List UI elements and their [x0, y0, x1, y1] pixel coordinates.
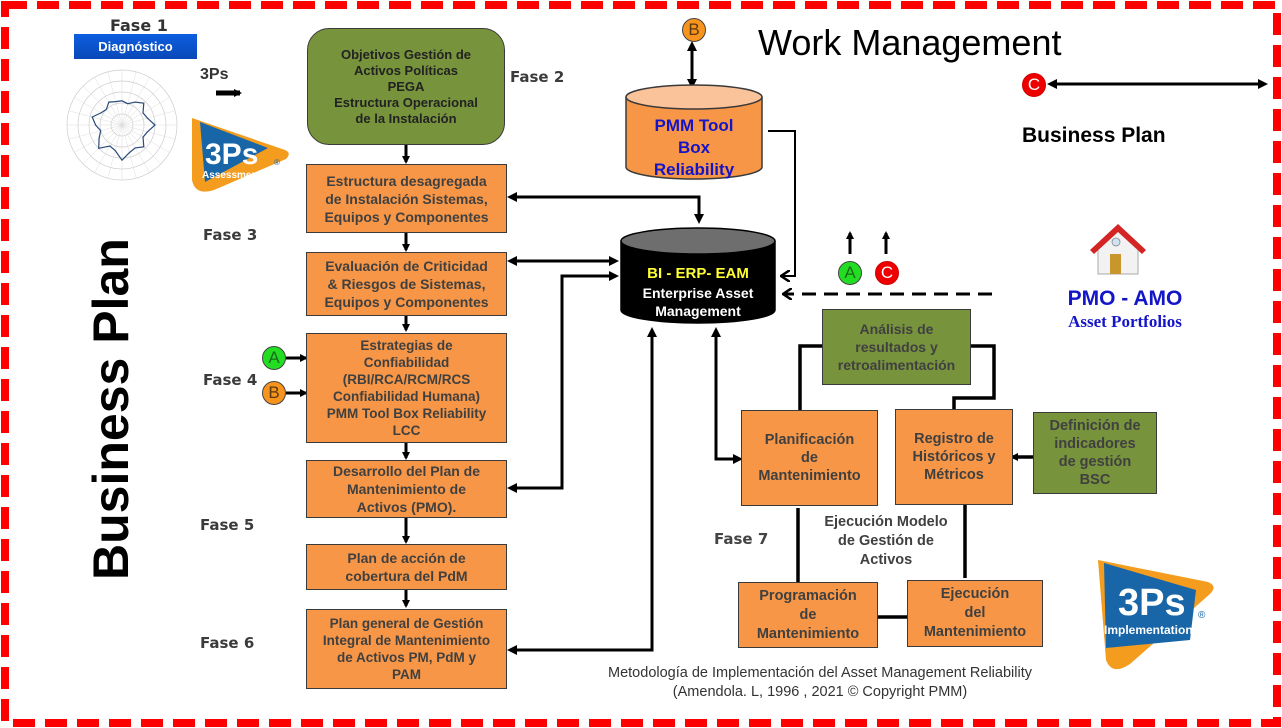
radar-spoke	[121, 124, 176, 140]
radar-spoke	[68, 124, 123, 140]
radar-spoke	[107, 71, 123, 126]
toolbox-database-label: PMM Tool Box Reliability	[653, 116, 735, 179]
fase5-label: Fase 5	[200, 516, 255, 534]
line-eam-breakdown	[507, 192, 704, 224]
radar-spoke	[74, 97, 123, 126]
radar-spoke	[82, 85, 123, 126]
results-analysis-box: Análisis de resultados y retroalimentaci…	[822, 309, 971, 385]
line-eam-planning	[711, 327, 743, 464]
maintenance-plan-box: Desarrollo del Plan de Mantenimiento de …	[306, 460, 507, 518]
radar-spoke	[121, 124, 137, 179]
radar-spoke	[121, 110, 176, 126]
radar-spoke	[121, 71, 137, 126]
pmo-amo-title: PMO - AMO	[1067, 287, 1183, 310]
diagnostic-badge: Diagnóstico	[74, 34, 197, 59]
logo-assessment-mark: 3Ps	[205, 138, 258, 171]
line-eam-general-plan	[507, 327, 657, 655]
connector-c-top: C	[1022, 73, 1046, 97]
fase2-label: Fase 2	[510, 68, 565, 86]
business-plan-vertical-label: Business Plan	[83, 238, 139, 580]
radar-spoke	[121, 85, 162, 126]
historical-records-box: Registro de Históricos y Métricos	[895, 409, 1013, 505]
radar-spoke	[74, 124, 123, 153]
diagnostic-radar-chart	[66, 69, 178, 181]
connector-a-left: A	[262, 346, 286, 370]
maintenance-planning-box: Planificación de Mantenimiento	[741, 410, 878, 506]
fase4-label: Fase 4	[203, 371, 258, 389]
radar-spoke	[121, 124, 162, 165]
radar-spoke	[121, 97, 170, 126]
line-toolbox-eam	[768, 130, 796, 276]
line-eam-pmo	[507, 271, 619, 493]
connector-b-left: B	[262, 381, 286, 405]
page-title: Work Management	[758, 22, 1062, 63]
house-icon	[1090, 224, 1146, 275]
fase7-label: Fase 7	[714, 530, 769, 548]
radar-spoke	[82, 124, 123, 165]
footer-line-2: (Amendola. L, 1996 , 2021 © Copyright PM…	[672, 684, 968, 700]
breakdown-structure-box: Estructura desagregada de Instalación Si…	[306, 164, 507, 233]
maintenance-scheduling-box: Programación de Mantenimiento	[738, 582, 878, 648]
svg-text:®: ®	[1198, 610, 1206, 621]
general-plan-box: Plan general de Gestión Integral de Mant…	[306, 609, 507, 689]
radar-spoke	[68, 110, 123, 126]
footer-line-1: Metodología de Implementación del Asset …	[608, 665, 1032, 681]
logo-implementation-caption: Implementation	[1104, 623, 1193, 637]
logo-assessment-caption: Assessment	[202, 170, 262, 181]
3ps-implementation-logo: 3Ps Implementation ®	[1098, 560, 1214, 670]
connector-a-right: A	[838, 261, 862, 285]
kpi-definition-box: Definición de indicadores de gestión BSC	[1033, 412, 1157, 494]
objectives-box: Objetivos Gestión de Activos Políticas P…	[307, 28, 505, 145]
eam-subtitle: Enterprise Asset Management	[642, 285, 754, 319]
connector-b-top: B	[682, 18, 706, 42]
fase3-label: Fase 3	[203, 226, 258, 244]
criticality-box: Evaluación de Criticidad & Riesgos de Si…	[306, 252, 507, 316]
cycle-connectors	[796, 344, 996, 619]
eam-title: BI - ERP- EAM	[647, 265, 749, 282]
radar-spoke	[94, 124, 123, 173]
3ps-assessment-logo: 3Ps Assessment ®	[192, 118, 289, 192]
reliability-strategies-box: Estrategias de Confiabilidad (RBI/RCA/RC…	[306, 333, 507, 443]
line-analysis-records	[952, 344, 996, 410]
radar-spoke	[94, 77, 123, 126]
fase1-label: Fase 1	[110, 16, 168, 35]
line-planning-analysis	[798, 344, 822, 410]
business-plan-label: Business Plan	[1022, 124, 1166, 147]
eam-database-cylinder	[620, 227, 776, 324]
pdm-action-plan-box: Plan de acción de cobertura del PdM	[306, 544, 507, 590]
radar-spoke	[121, 124, 150, 173]
logo-implementation-mark: 3Ps	[1118, 582, 1186, 624]
svg-text:®: ®	[274, 158, 280, 167]
footer-methodology: Metodología de Implementación del Asset …	[560, 664, 1080, 702]
radar-spoke	[121, 124, 170, 153]
fase6-label: Fase 6	[200, 634, 255, 652]
connector-c-right: C	[875, 261, 899, 285]
pmo-amo-subtitle: Asset Portfolios	[1068, 312, 1182, 331]
maintenance-execution-box: Ejecución del Mantenimiento	[907, 580, 1043, 647]
3ps-label: 3Ps	[200, 66, 229, 83]
eam-connectors	[507, 192, 743, 655]
toolbox-database-cylinder	[625, 84, 763, 180]
radar-spoke	[107, 124, 123, 179]
execution-model-label: Ejecución Modelo de Gestión de Activos	[824, 514, 948, 568]
radar-spoke	[121, 77, 150, 126]
